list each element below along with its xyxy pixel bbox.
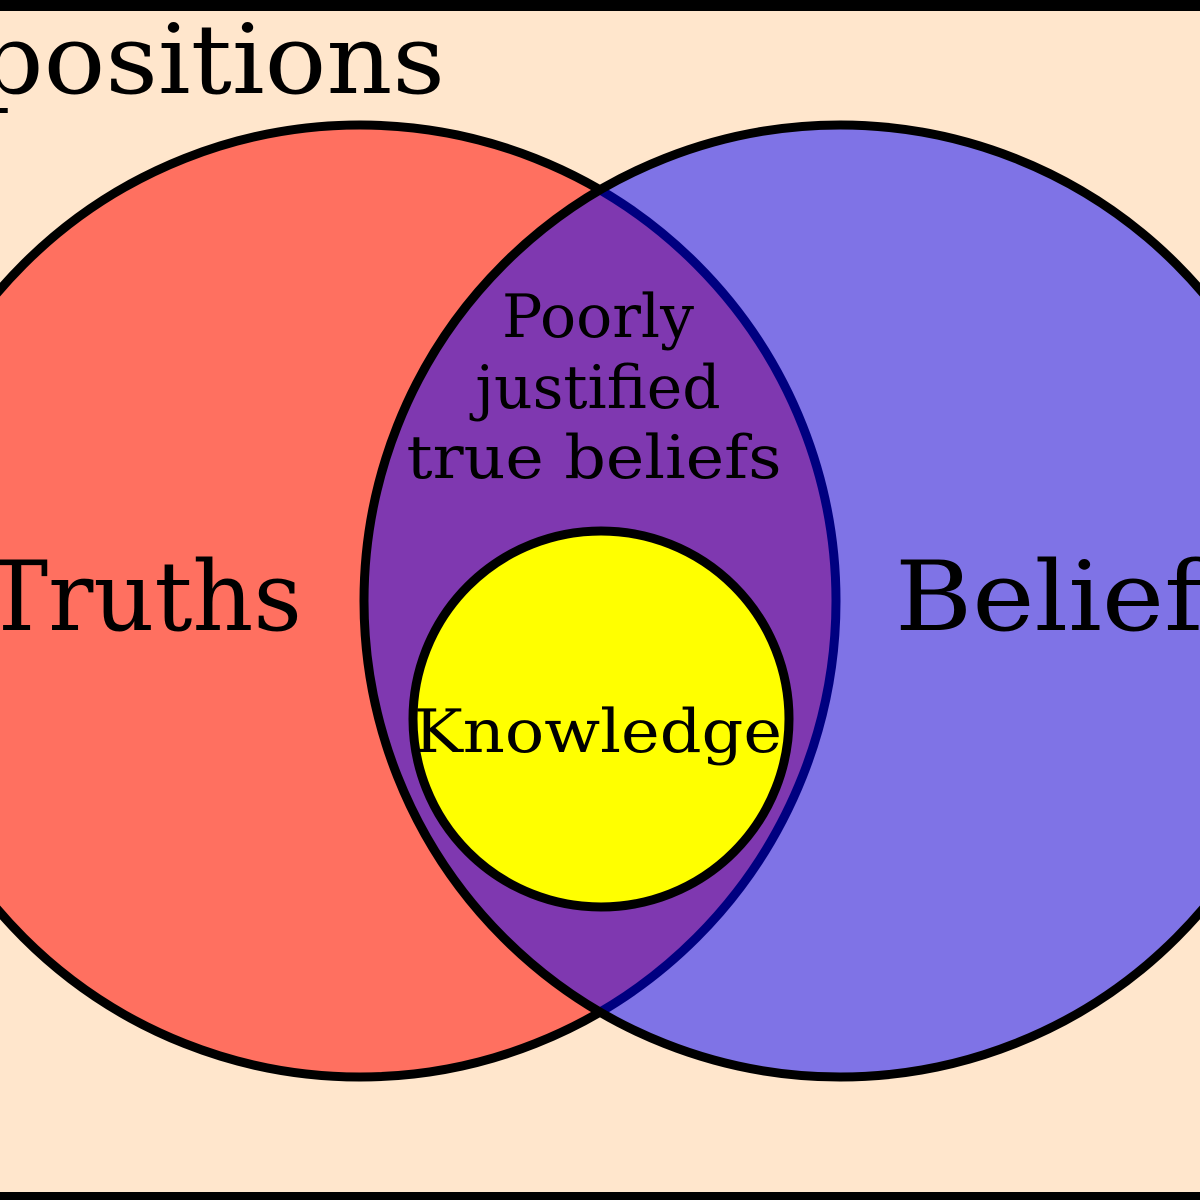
beliefs-label: Beliefs xyxy=(895,541,1200,653)
knowledge-label: Knowledge xyxy=(414,697,782,767)
frame-border-top xyxy=(0,0,1200,11)
knowledge-circle xyxy=(408,526,794,912)
frame-label: positions xyxy=(0,4,445,116)
intersection-label-line-3: true beliefs xyxy=(407,423,782,493)
intersection-label-line-1: Poorly xyxy=(502,282,694,352)
frame-border-bottom xyxy=(0,1192,1200,1200)
intersection-label-line-2: justified xyxy=(469,353,720,423)
truths-label: Truths xyxy=(0,541,302,653)
